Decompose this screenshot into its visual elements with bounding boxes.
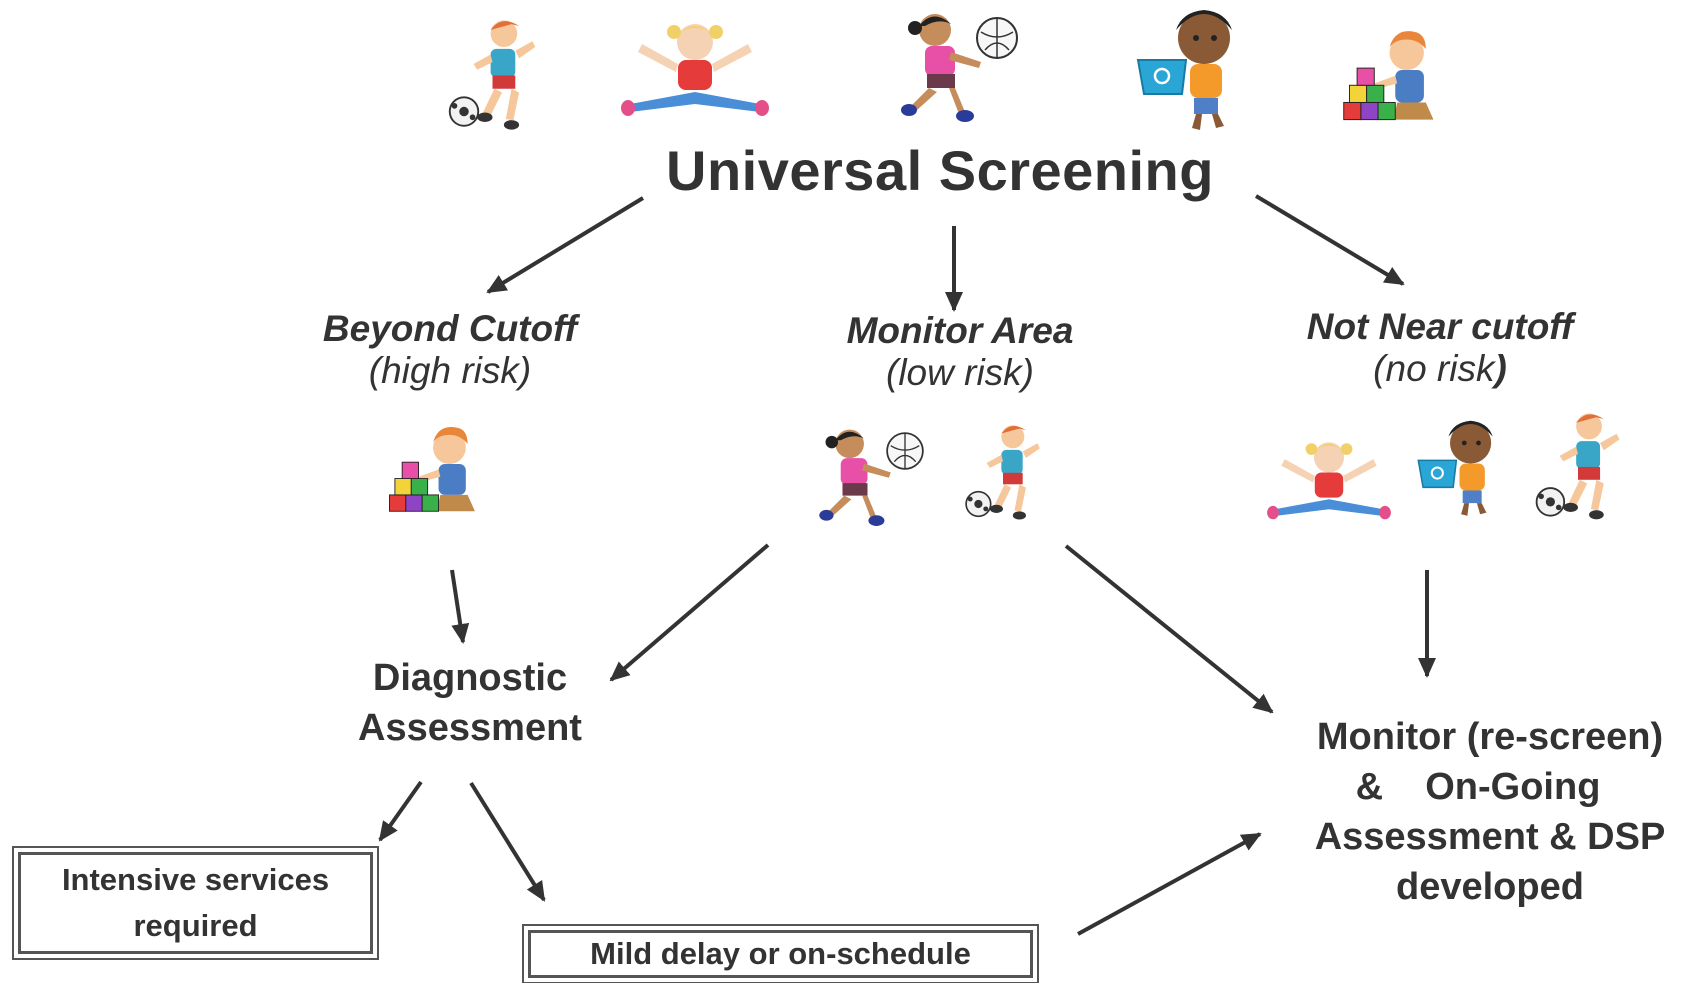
node-line: Assessment & DSP bbox=[1314, 816, 1666, 858]
split-jump-girl-icon bbox=[620, 14, 770, 124]
arrow-screening-to-beyond bbox=[486, 196, 645, 294]
box-line: Mild delay or on-schedule bbox=[590, 936, 971, 971]
box-line: Intensive services bbox=[61, 862, 330, 897]
box-line: required bbox=[133, 908, 258, 943]
volleyball-girl-icon bbox=[885, 6, 1025, 126]
arrow-diagnostic-to-mild bbox=[469, 781, 546, 902]
split-jump-girl-icon bbox=[1266, 434, 1392, 526]
recycle-bin-boy-icon bbox=[1130, 4, 1250, 134]
soccer-kid-icon bbox=[445, 12, 540, 137]
category-sublabel: (no risk) bbox=[1373, 348, 1507, 389]
diagnostic-assessment: Diagnostic Assessment bbox=[320, 653, 620, 753]
mild-delay-box: Mild delay or on-schedule bbox=[522, 924, 1039, 983]
arrow-beyond-to-diagnostic bbox=[450, 569, 470, 644]
node-line: Assessment bbox=[358, 707, 582, 749]
node-line: Diagnostic bbox=[372, 657, 568, 699]
soccer-kid-icon bbox=[962, 418, 1044, 526]
category-label: Monitor Area bbox=[846, 310, 1074, 351]
category-not-near-cutoff: Not Near cutoff (no risk) bbox=[1270, 306, 1610, 390]
volleyball-girl-icon bbox=[805, 422, 930, 530]
intensive-services-box: Intensive services required bbox=[12, 846, 379, 960]
recycle-bin-boy-icon bbox=[1412, 416, 1507, 519]
arrow-diagnostic-to-intensive bbox=[378, 780, 423, 842]
category-label: Not Near cutoff bbox=[1306, 306, 1574, 347]
category-label: Beyond Cutoff bbox=[322, 308, 578, 349]
category-monitor-area: Monitor Area (low risk) bbox=[800, 310, 1120, 394]
arrow-monitor-to-diagnostic bbox=[609, 543, 770, 682]
page-title: Universal Screening bbox=[666, 139, 1214, 202]
node-line: Monitor (re-screen) bbox=[1316, 716, 1664, 758]
soccer-kid-icon bbox=[1532, 406, 1624, 526]
node-line: & On-Going bbox=[1355, 766, 1601, 808]
category-sublabel: (low risk) bbox=[886, 352, 1034, 393]
arrow-mild-to-rescreen bbox=[1077, 832, 1262, 936]
arrow-monitor-to-rescreen bbox=[1064, 544, 1274, 714]
category-sublabel: (high risk) bbox=[368, 350, 532, 391]
node-line: developed bbox=[1396, 866, 1584, 908]
arrow-screening-to-notnear bbox=[1254, 194, 1405, 286]
building-blocks-boy-icon bbox=[384, 424, 484, 524]
monitor-rescreen-node: Monitor (re-screen) & On-Going Assessmen… bbox=[1290, 712, 1686, 912]
category-beyond-cutoff: Beyond Cutoff (high risk) bbox=[290, 308, 610, 392]
building-blocks-boy-icon bbox=[1338, 28, 1443, 133]
